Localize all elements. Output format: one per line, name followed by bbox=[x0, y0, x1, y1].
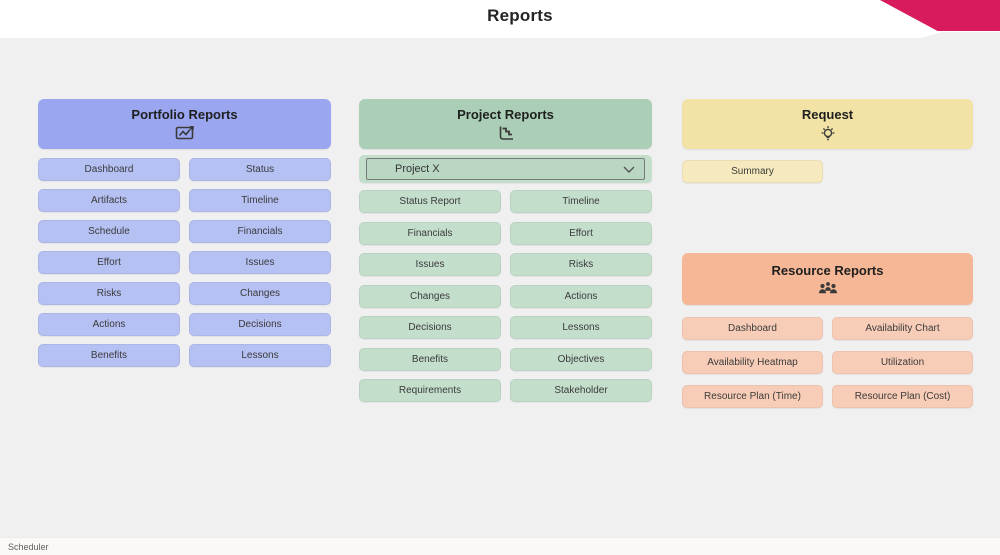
page-title: Reports bbox=[487, 6, 553, 25]
portfolio-buttons-grid: Dashboard Status Artifacts Timeline Sche… bbox=[38, 158, 331, 367]
project-report-button[interactable]: Benefits bbox=[359, 347, 501, 371]
project-report-button[interactable]: Decisions bbox=[359, 316, 501, 339]
resource-report-button[interactable]: Resource Plan (Cost) bbox=[832, 385, 973, 408]
portfolio-reports-panel: Portfolio Reports Dashboard Status Artif… bbox=[38, 99, 331, 367]
project-reports-title: Project Reports bbox=[457, 107, 554, 122]
portfolio-report-button[interactable]: Artifacts bbox=[38, 189, 180, 212]
project-report-button[interactable]: Timeline bbox=[510, 190, 652, 213]
project-report-button[interactable]: Effort bbox=[510, 221, 652, 245]
resource-buttons-grid: Dashboard Availability Chart Availabilit… bbox=[682, 317, 973, 408]
resource-report-button[interactable]: Availability Chart bbox=[832, 317, 973, 340]
title-bar bbox=[0, 0, 1000, 32]
project-report-button[interactable]: Stakeholder bbox=[510, 379, 652, 402]
portfolio-reports-title: Portfolio Reports bbox=[131, 107, 238, 122]
portfolio-report-button[interactable]: Changes bbox=[189, 282, 331, 305]
resource-report-button[interactable]: Utilization bbox=[832, 351, 973, 374]
portfolio-report-button[interactable]: Timeline bbox=[189, 189, 331, 212]
project-report-button[interactable]: Lessons bbox=[510, 316, 652, 339]
project-report-button[interactable]: Issues bbox=[359, 253, 501, 276]
project-report-button[interactable]: Risks bbox=[510, 253, 652, 276]
portfolio-report-button[interactable]: Financials bbox=[189, 220, 331, 243]
project-reports-header: Project Reports bbox=[359, 99, 652, 149]
portfolio-reports-header: Portfolio Reports bbox=[38, 99, 331, 149]
lightbulb-icon bbox=[819, 125, 837, 142]
resource-report-button[interactable]: Dashboard bbox=[682, 317, 823, 340]
portfolio-report-button[interactable]: Schedule bbox=[38, 220, 180, 243]
portfolio-report-button[interactable]: Effort bbox=[38, 251, 180, 274]
tab-scheduler[interactable]: Scheduler bbox=[8, 541, 49, 552]
project-report-button[interactable]: Financials bbox=[359, 221, 501, 245]
project-report-button[interactable]: Status Report bbox=[359, 190, 501, 213]
project-report-button[interactable]: Changes bbox=[359, 284, 501, 308]
project-selector-dropdown[interactable]: Project X bbox=[366, 158, 645, 180]
resource-reports-header: Resource Reports bbox=[682, 253, 973, 305]
project-report-button[interactable]: Objectives bbox=[510, 347, 652, 371]
portfolio-report-button[interactable]: Status bbox=[189, 158, 331, 181]
portfolio-report-button[interactable]: Risks bbox=[38, 282, 180, 305]
portfolio-report-button[interactable]: Dashboard bbox=[38, 158, 180, 181]
project-report-button[interactable]: Requirements bbox=[359, 379, 501, 402]
resource-report-button[interactable]: Availability Heatmap bbox=[682, 351, 823, 374]
page-tab-bar: Scheduler bbox=[0, 537, 1000, 555]
chevron-down-icon bbox=[623, 166, 635, 173]
project-selector-strip: Project X bbox=[359, 155, 652, 183]
request-report-button[interactable]: Summary bbox=[682, 160, 823, 183]
resource-reports-panel: Resource Reports Dashboard Availability … bbox=[682, 253, 973, 408]
portfolio-report-button[interactable]: Issues bbox=[189, 251, 331, 274]
people-icon bbox=[817, 281, 839, 295]
portfolio-report-button[interactable]: Decisions bbox=[189, 313, 331, 336]
header-diagonal-wedge bbox=[0, 31, 945, 38]
project-report-button[interactable]: Actions bbox=[510, 284, 652, 308]
project-selector-value: Project X bbox=[395, 163, 440, 175]
portfolio-report-button[interactable]: Actions bbox=[38, 313, 180, 336]
line-chart-frame-icon bbox=[175, 125, 195, 141]
request-header: Request bbox=[682, 99, 973, 149]
portfolio-report-button[interactable]: Benefits bbox=[38, 344, 180, 367]
request-title: Request bbox=[801, 106, 854, 122]
resource-report-button[interactable]: Resource Plan (Time) bbox=[682, 385, 823, 408]
resource-reports-title: Resource Reports bbox=[771, 263, 884, 278]
portfolio-report-button[interactable]: Lessons bbox=[189, 344, 331, 367]
trend-chart-icon bbox=[496, 125, 516, 141]
project-reports-panel: Project Reports Project X Status Report … bbox=[359, 99, 652, 402]
project-buttons-grid: Status Report Timeline Financials Effort… bbox=[359, 190, 652, 402]
request-panel: Request Summary bbox=[682, 99, 973, 183]
